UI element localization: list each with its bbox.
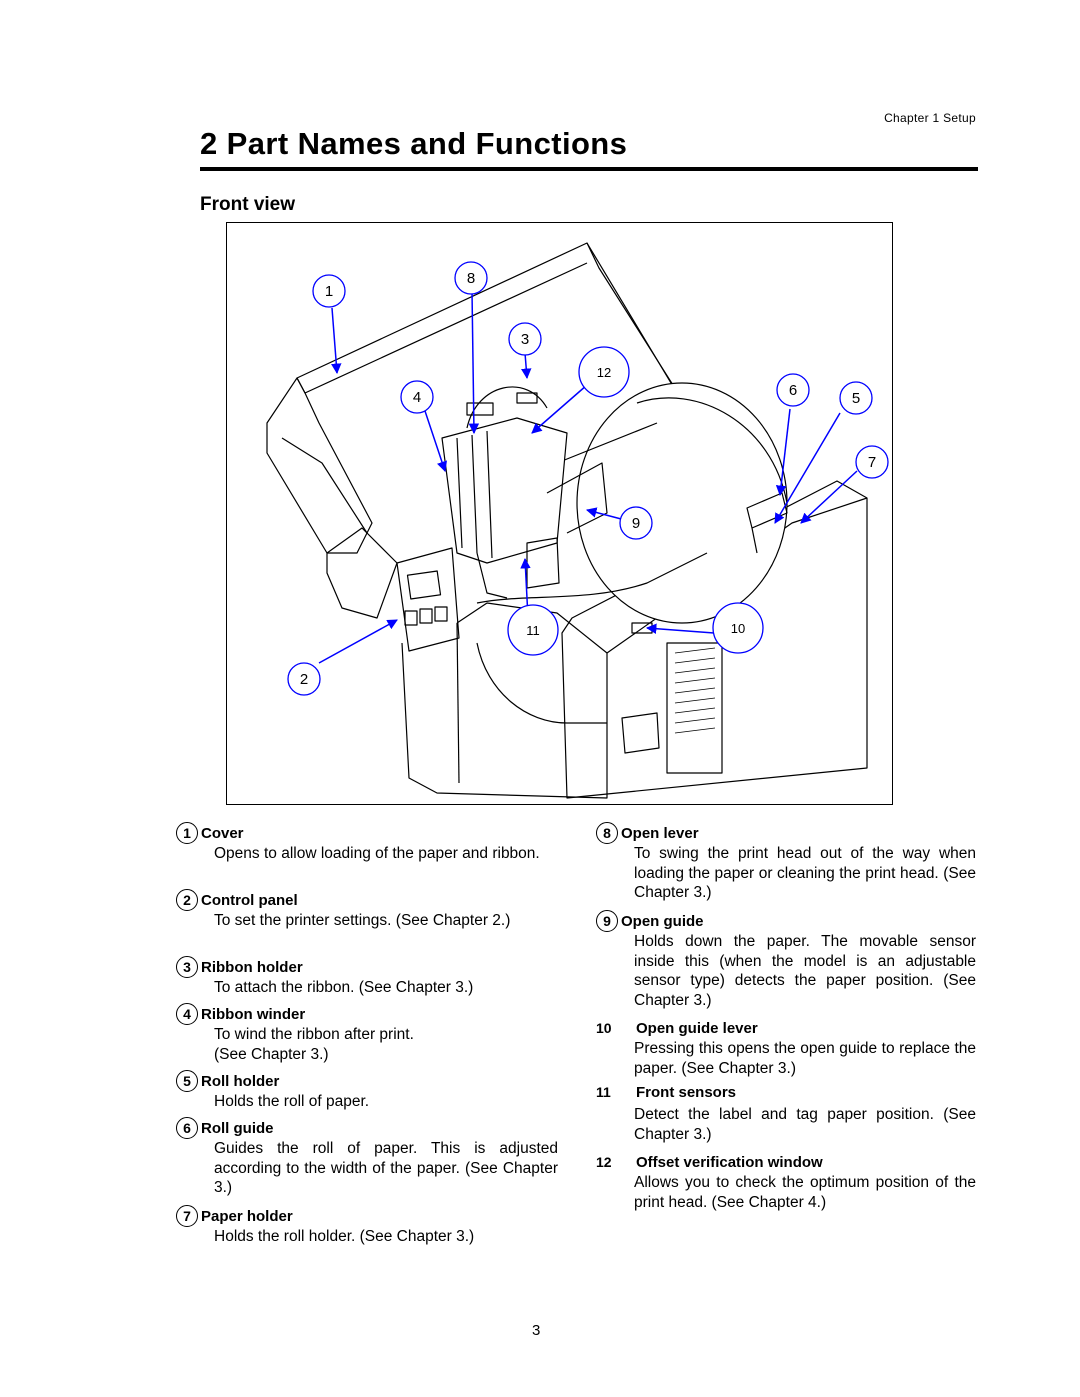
- callout-9-label: 9: [632, 515, 640, 532]
- callout-12-label: 12: [597, 365, 611, 380]
- paper-roll: [576, 382, 788, 624]
- callout-2: [287, 662, 321, 696]
- callout-11-label: 11: [526, 623, 540, 638]
- part-open-guide-lever: 10 Open guide lever Pressing this opens t…: [596, 1017, 976, 1081]
- part-number: 6: [176, 1117, 198, 1139]
- part-number: 2: [176, 889, 198, 911]
- callout-9: [619, 506, 653, 540]
- part-number: 10: [596, 1020, 612, 1036]
- part-name: Open guide lever: [636, 1019, 758, 1037]
- part-description: Guides the roll of paper. This is adjust…: [214, 1140, 558, 1196]
- part-front-sensors: 11 Front sensors Detect the label and tag…: [596, 1081, 976, 1151]
- part-number: 8: [596, 822, 618, 844]
- chapter-header: Chapter 1 Setup: [884, 111, 976, 125]
- callout-7: [855, 445, 889, 479]
- part-name: Open lever: [621, 824, 699, 842]
- callout-6-label: 6: [789, 382, 797, 399]
- part-description: To set the printer settings. (See Chapte…: [214, 912, 511, 929]
- part-name: Cover: [201, 824, 244, 842]
- callout-4: [400, 380, 434, 414]
- callout-4-label: 4: [413, 389, 421, 406]
- part-name: Ribbon winder: [201, 1005, 306, 1023]
- part-description: Holds the roll of paper.: [214, 1093, 370, 1110]
- page-title: 2 Part Names and Functions: [200, 126, 628, 161]
- part-description: Pressing this opens the open guide to re…: [634, 1040, 976, 1077]
- part-name: Control panel: [201, 891, 298, 909]
- callout-11: [507, 604, 559, 656]
- callout-6: [776, 373, 810, 407]
- page-number: 3: [532, 1322, 541, 1339]
- part-name: Paper holder: [201, 1207, 293, 1225]
- part-description: Holds the roll holder. (See Chapter 3.): [214, 1228, 475, 1245]
- part-description: To attach the ribbon. (See Chapter 3.): [214, 979, 474, 996]
- part-name: Ribbon holder: [201, 958, 303, 976]
- part-description: Detect the label and tag paper position.…: [634, 1106, 976, 1143]
- part-name: Roll holder: [201, 1072, 280, 1090]
- callout-2-label: 2: [300, 671, 308, 688]
- part-number: 7: [176, 1205, 198, 1227]
- callout-5: [839, 381, 873, 415]
- part-number: 11: [596, 1084, 611, 1100]
- callout-12: [578, 346, 630, 398]
- part-number: 12: [596, 1154, 612, 1170]
- title-rule: [200, 167, 978, 171]
- callout-8: [454, 261, 488, 295]
- callout-5-label: 5: [852, 390, 860, 407]
- section-title: Front view: [200, 194, 296, 215]
- part-description: To wind the ribbon after print.(See Chap…: [214, 1026, 414, 1063]
- printer-illustration: 1 2 3 4 5 6 7 8 9 10 11 12: [266, 242, 889, 799]
- callout-1: [312, 274, 346, 308]
- part-name: Open guide: [621, 912, 704, 930]
- part-description: Holds down the paper. The movable sensor…: [634, 933, 976, 1009]
- callout-10-label: 10: [731, 621, 745, 636]
- part-description: Allows you to check the optimum position…: [634, 1174, 976, 1211]
- cover-side: [266, 377, 373, 554]
- part-description: To swing the print head out of the way w…: [634, 845, 976, 901]
- printer-front-view-figure: 1 2 3 4 5 6 7 8 9 10 11 12: [226, 222, 893, 805]
- part-number: 4: [176, 1003, 198, 1025]
- print-head: [441, 417, 568, 564]
- callout-3: [508, 322, 542, 356]
- callout-10: [712, 602, 764, 654]
- part-number: 5: [176, 1070, 198, 1092]
- part-name: Offset verification window: [636, 1153, 823, 1171]
- part-number: 1: [176, 822, 198, 844]
- part-offset-verification-window: 12 Offset verification window Allows you …: [596, 1151, 976, 1212]
- part-number: 9: [596, 910, 618, 932]
- part-name: Roll guide: [201, 1119, 274, 1137]
- callout-7-label: 7: [868, 454, 876, 471]
- callout-8-label: 8: [467, 270, 475, 287]
- part-name: Front sensors: [636, 1083, 737, 1101]
- callout-1-label: 1: [325, 283, 333, 300]
- callout-3-label: 3: [521, 331, 529, 348]
- roll-guide: [746, 492, 788, 529]
- part-description: Opens to allow loading of the paper and …: [214, 845, 540, 862]
- part-number: 3: [176, 956, 198, 978]
- control-panel-outline: [396, 547, 460, 652]
